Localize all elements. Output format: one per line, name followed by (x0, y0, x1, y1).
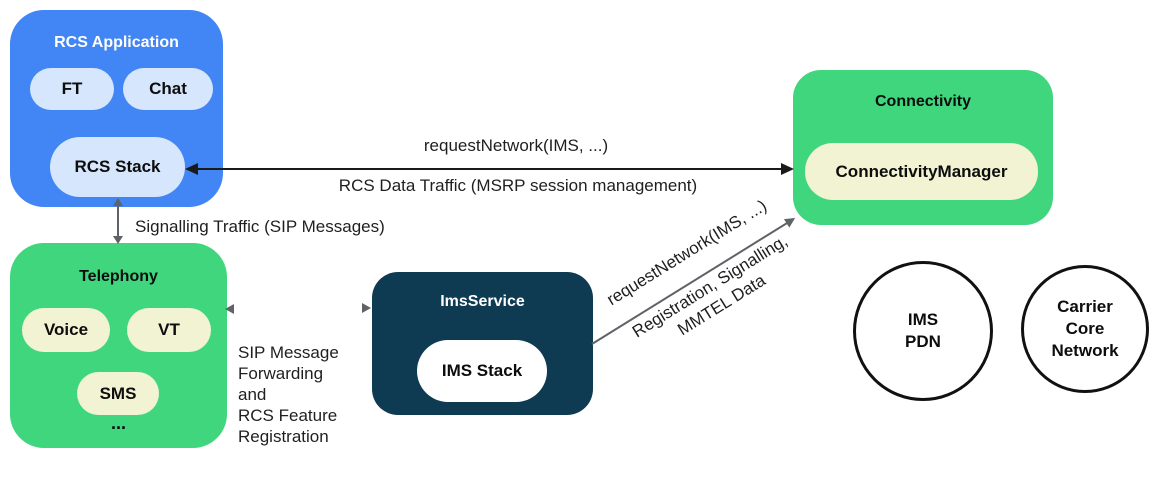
registration-signalling-line2: MMTEL Data (674, 270, 769, 340)
pill-ims-stack: IMS Stack (417, 340, 547, 402)
carrier-core-network-circle: Carrier Core Network (1021, 265, 1149, 393)
ims-pdn-line2: PDN (905, 332, 941, 351)
sip-forwarding-line: and (238, 385, 267, 404)
pill-connectivity-manager: ConnectivityManager (805, 143, 1038, 200)
rcs-application-box: RCS Application FT Chat RCS Stack (10, 10, 223, 207)
sip-forwarding-line: Registration (238, 427, 329, 446)
pill-ft: FT (30, 68, 114, 110)
pill-rcs-stack: RCS Stack (50, 137, 185, 197)
pill-vt: VT (127, 308, 211, 352)
arrowhead-down-rcsapp-telephony (113, 236, 123, 244)
pill-voice: Voice (22, 308, 110, 352)
ims-pdn-circle: IMS PDN (853, 261, 993, 401)
arrowhead-left-telephony-ims (225, 304, 234, 314)
arrowhead-left-rcs-connectivity (185, 163, 198, 175)
sip-forwarding-line: SIP Message (238, 343, 339, 362)
arrowhead-right-rcs-connectivity (781, 163, 794, 175)
rcs-application-title: RCS Application (54, 34, 179, 51)
signalling-traffic-label: Signalling Traffic (SIP Messages) (135, 217, 385, 236)
rcs-data-traffic-label: RCS Data Traffic (MSRP session managemen… (338, 176, 698, 195)
arrowhead-up-rcsapp-telephony (113, 198, 123, 206)
carrier-line3: Network (1051, 341, 1119, 360)
connectivity-box: Connectivity ConnectivityManager (793, 70, 1053, 225)
telephony-title: Telephony (79, 268, 158, 285)
arrow-rcs-connectivity-line (197, 168, 783, 170)
telephony-box: Telephony Voice VT SMS ... (10, 243, 227, 448)
sip-forwarding-label: SIP Message Forwarding and RCS Feature R… (238, 342, 339, 447)
sip-forwarding-line: RCS Feature (238, 406, 338, 425)
arrowhead-right-telephony-ims (362, 303, 371, 313)
ims-pdn-line1: IMS (907, 310, 939, 329)
carrier-line1: Carrier (1057, 297, 1113, 316)
pill-chat: Chat (123, 68, 213, 110)
request-network-horizontal-label: requestNetwork(IMS, ...) (423, 136, 609, 155)
telephony-more-ellipsis: ... (110, 413, 126, 433)
pill-sms: SMS (77, 372, 159, 415)
ims-service-box: ImsService IMS Stack (372, 272, 593, 415)
arrow-rcsapp-telephony-line (117, 205, 119, 237)
connectivity-title: Connectivity (874, 93, 971, 110)
carrier-line2: Core (1065, 319, 1105, 338)
sip-forwarding-line: Forwarding (238, 364, 324, 383)
ims-service-title: ImsService (440, 293, 525, 310)
